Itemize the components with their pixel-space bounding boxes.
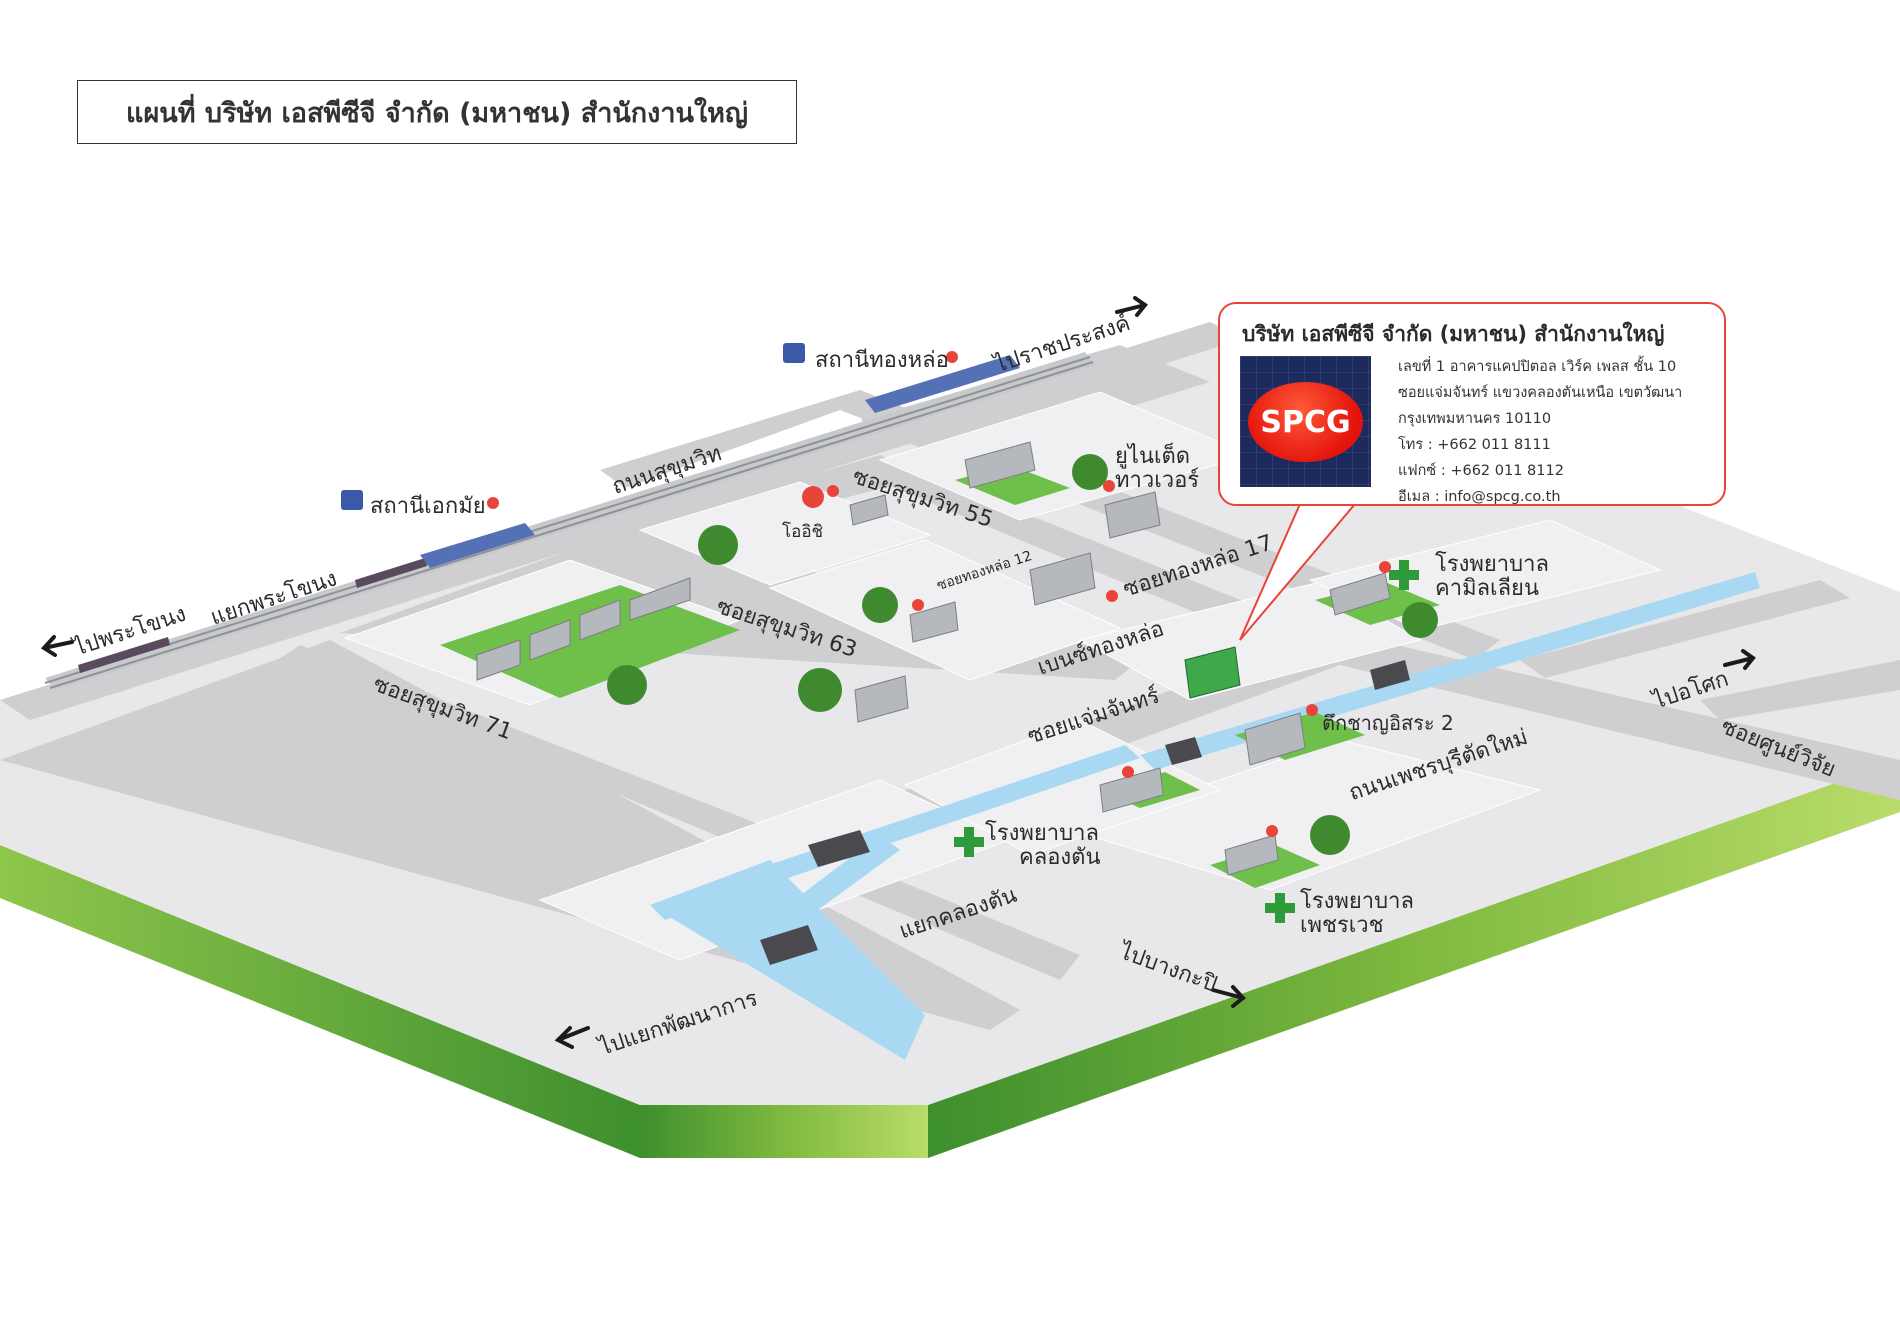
- label-unique-tower-line2: ทาวเวอร์: [1115, 468, 1200, 493]
- base-side-left: [0, 845, 640, 1158]
- map-title: แผนที่ บริษัท เอสพีซีจี จำกัด (มหาชน) สำ…: [126, 97, 748, 129]
- label-camillian-line2: คามิลเลียน: [1435, 576, 1539, 601]
- bts-rail: [44, 352, 1095, 690]
- phone-text: โทร : +662 011 8111: [1398, 437, 1551, 453]
- company-contact: เลขที่ 1 อาคารแคปปิตอล เวิร์ค เพลส ชั้น …: [1398, 354, 1682, 510]
- map-title-box: แผนที่ บริษัท เอสพีซีจี จำกัด (มหาชน) สำ…: [77, 80, 797, 144]
- spcg-building: [1184, 646, 1241, 699]
- label-camillian-line1: โรงพยาบาล: [1435, 552, 1549, 577]
- ekkamai-platform: [420, 523, 535, 568]
- label-phetchavej-hospital: โรงพยาบาล เพชรเวช: [1300, 890, 1414, 938]
- address-line-2: ซอยแจ่มจันทร์ แขวงคลองตันเหนือ เขตวัฒนา: [1398, 385, 1683, 401]
- label-thonglor-station: สถานีทองหล่อ: [815, 348, 949, 373]
- email-text: อีเมล : info@spcg.co.th: [1398, 489, 1561, 505]
- direction-arrows: [40, 296, 1756, 1049]
- soonvijai-road: [1700, 660, 1900, 720]
- base-side-right: [928, 760, 1900, 1158]
- train-mid: [355, 558, 427, 588]
- label-ekkamai-station: สถานีเอกมัย: [370, 494, 486, 519]
- address-line-3: กรุงเทพมหานคร 10110: [1398, 411, 1552, 427]
- label-phetchavej-line1: โรงพยาบาล: [1300, 889, 1414, 914]
- soi-55-road: [860, 345, 1210, 462]
- address-line-1: เลขที่ 1 อาคารแคปปิตอล เวิร์ค เพลส ชั้น …: [1398, 359, 1677, 375]
- label-unique-tower: ยูไนเต็ด ทาวเวอร์: [1115, 445, 1199, 493]
- thonglor-platform: [865, 355, 1020, 413]
- spcg-logo-text: SPCG: [1260, 404, 1351, 440]
- spcg-logo-oval: SPCG: [1248, 382, 1363, 462]
- label-chan-issara: ตึกชาญอิสระ 2: [1322, 711, 1454, 735]
- trees: [607, 454, 1438, 855]
- phetchaburi-road: [640, 630, 1900, 915]
- buildings: [476, 441, 1391, 876]
- spcg-logo: SPCG: [1240, 356, 1371, 487]
- klongton-road: [270, 645, 1080, 980]
- company-name: บริษัท เอสพีซีจี จำกัด (มหาชน) สำนักงานใ…: [1242, 322, 1665, 346]
- asoke-branch-road: [1520, 580, 1850, 678]
- map-pins: [487, 351, 1391, 837]
- label-unique-tower-line1: ยูไนเต็ด: [1115, 444, 1191, 469]
- label-klongton-hospital: โรงพยาบาล คลองตัน: [985, 822, 1100, 870]
- oishi-logo: [802, 486, 824, 508]
- bts-logos: [341, 343, 805, 510]
- label-klongton-hospital-line1: โรงพยาบาล: [985, 821, 1099, 846]
- ground-surface: [0, 322, 1900, 1105]
- company-info-box: บริษัท เอสพีซีจี จำกัด (มหาชน) สำนักงานใ…: [1218, 302, 1726, 506]
- hospital-cross-icons: [954, 560, 1419, 923]
- label-phetchavej-line2: เพชรเวช: [1300, 913, 1384, 938]
- train-left: [78, 637, 170, 673]
- label-klongton-hospital-line2: คลองตัน: [1019, 845, 1101, 870]
- base-side-bottom: [640, 1105, 928, 1158]
- label-oishi: โออิชิ: [782, 522, 824, 542]
- label-camillian-hospital: โรงพยาบาล คามิลเลียน: [1435, 553, 1549, 601]
- fax-text: แฟกซ์ : +662 011 8112: [1398, 463, 1564, 479]
- bridges: [760, 660, 1410, 965]
